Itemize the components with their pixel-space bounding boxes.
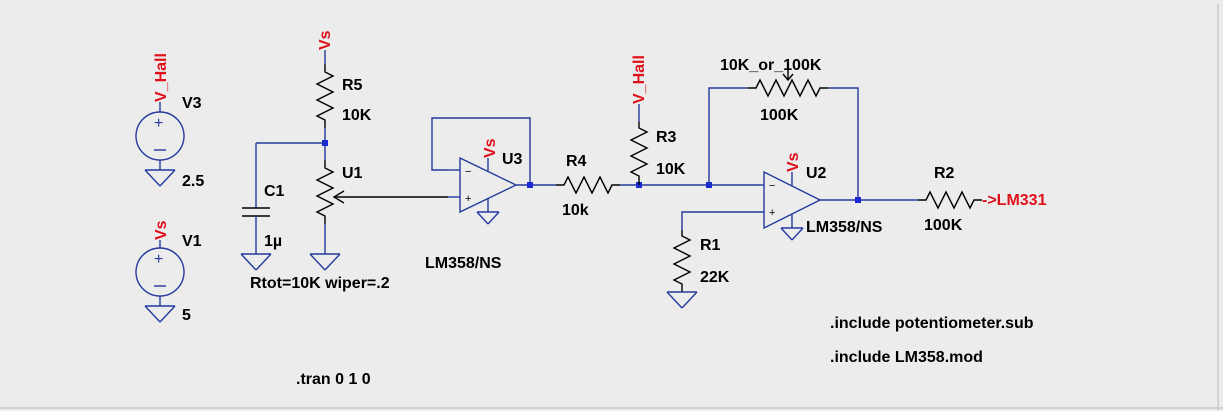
r2-value: 100K — [924, 217, 963, 234]
r5-resistor[interactable]: Vs R5 10K — [315, 30, 372, 128]
v3-source[interactable]: V_Hall + V3 2.5 — [135, 53, 204, 190]
v1-name: V1 — [182, 233, 202, 250]
capacitor-icon — [242, 207, 270, 217]
c1-name: C1 — [264, 183, 285, 200]
directive-tran[interactable]: .tran 0 1 0 — [296, 371, 371, 388]
feedback-pot-value: 100K — [760, 107, 799, 124]
ground-icon — [309, 253, 341, 271]
ground-icon — [476, 211, 500, 225]
resistor-icon — [315, 64, 335, 128]
r5-value: 10K — [342, 107, 372, 124]
r4-name: R4 — [566, 153, 587, 170]
r2-resistor[interactable]: R2 100K — [918, 165, 982, 234]
ground-icon — [240, 253, 272, 271]
resistor-icon — [629, 122, 649, 185]
r1-value: 22K — [700, 269, 730, 286]
ground-icon — [144, 305, 176, 323]
ground-icon — [144, 169, 176, 187]
directive-include-potentiometer[interactable]: .include potentiometer.sub — [830, 315, 1034, 332]
c1-capacitor[interactable]: C1 1µ — [240, 143, 285, 271]
ground-icon — [780, 227, 804, 241]
feedback-potentiometer[interactable]: 10K_or_100K 100K — [708, 57, 859, 200]
v3-name: V3 — [182, 95, 202, 112]
junction-dot — [527, 182, 533, 188]
ground-icon — [666, 291, 698, 309]
v1-value: 5 — [182, 307, 191, 324]
potentiometer-icon — [315, 160, 335, 224]
net-label-vs-v1: Vs — [153, 220, 170, 240]
r3-value: 10K — [656, 161, 686, 178]
u3-model: LM358/NS — [425, 255, 502, 272]
r1-resistor[interactable]: R1 22K — [666, 230, 730, 309]
v3-value: 2.5 — [182, 173, 204, 190]
svg-text:−: − — [769, 180, 775, 192]
r3-resistor[interactable]: V_Hall R3 10K — [629, 55, 686, 185]
wiper-arrow-icon — [782, 73, 794, 82]
resistor-icon — [918, 190, 982, 210]
u2-opamp[interactable]: − + Vs U2 LM358/NS — [681, 152, 918, 241]
r1-name: R1 — [700, 237, 721, 254]
junction-dot — [855, 197, 861, 203]
r3-name: R3 — [656, 129, 677, 146]
u1-potentiometer[interactable]: U1 Rtot=10K wiper=.2 — [250, 160, 448, 292]
v1-source[interactable]: Vs + V1 5 — [135, 220, 202, 324]
svg-text:+: + — [465, 193, 471, 205]
r4-resistor[interactable]: R4 10k — [556, 153, 620, 219]
svg-text:+: + — [769, 207, 775, 219]
svg-text:+: + — [154, 115, 163, 132]
net-label-vhall-r3: V_Hall — [631, 55, 648, 104]
wiper-arrow-icon — [332, 190, 345, 204]
net-label-vs-u3: Vs — [482, 138, 499, 158]
u1-name: U1 — [342, 165, 363, 182]
net-label-vhall-v3: V_Hall — [153, 53, 170, 102]
net-label-vs-r5: Vs — [317, 30, 334, 50]
u2-model: LM358/NS — [806, 219, 883, 236]
feedback-pot-name: 10K_or_100K — [720, 57, 822, 74]
r5-name: R5 — [342, 77, 363, 94]
svg-text:−: − — [465, 166, 471, 178]
directive-include-lm358[interactable]: .include LM358.mod — [830, 349, 983, 366]
u3-opamp[interactable]: − + Vs U3 LM358/NS — [425, 117, 556, 272]
svg-text:+: + — [154, 251, 163, 268]
u3-name: U3 — [502, 151, 523, 168]
r2-name: R2 — [934, 165, 955, 182]
potentiometer-icon — [748, 78, 828, 98]
net-label-out: ->LM331 — [982, 192, 1047, 209]
r4-value: 10k — [562, 202, 589, 219]
c1-value: 1µ — [264, 233, 282, 250]
resistor-icon — [672, 230, 692, 292]
resistor-icon — [556, 175, 620, 195]
u1-params: Rtot=10K wiper=.2 — [250, 275, 390, 292]
net-label-vs-u2: Vs — [785, 152, 802, 172]
u2-name: U2 — [806, 165, 827, 182]
